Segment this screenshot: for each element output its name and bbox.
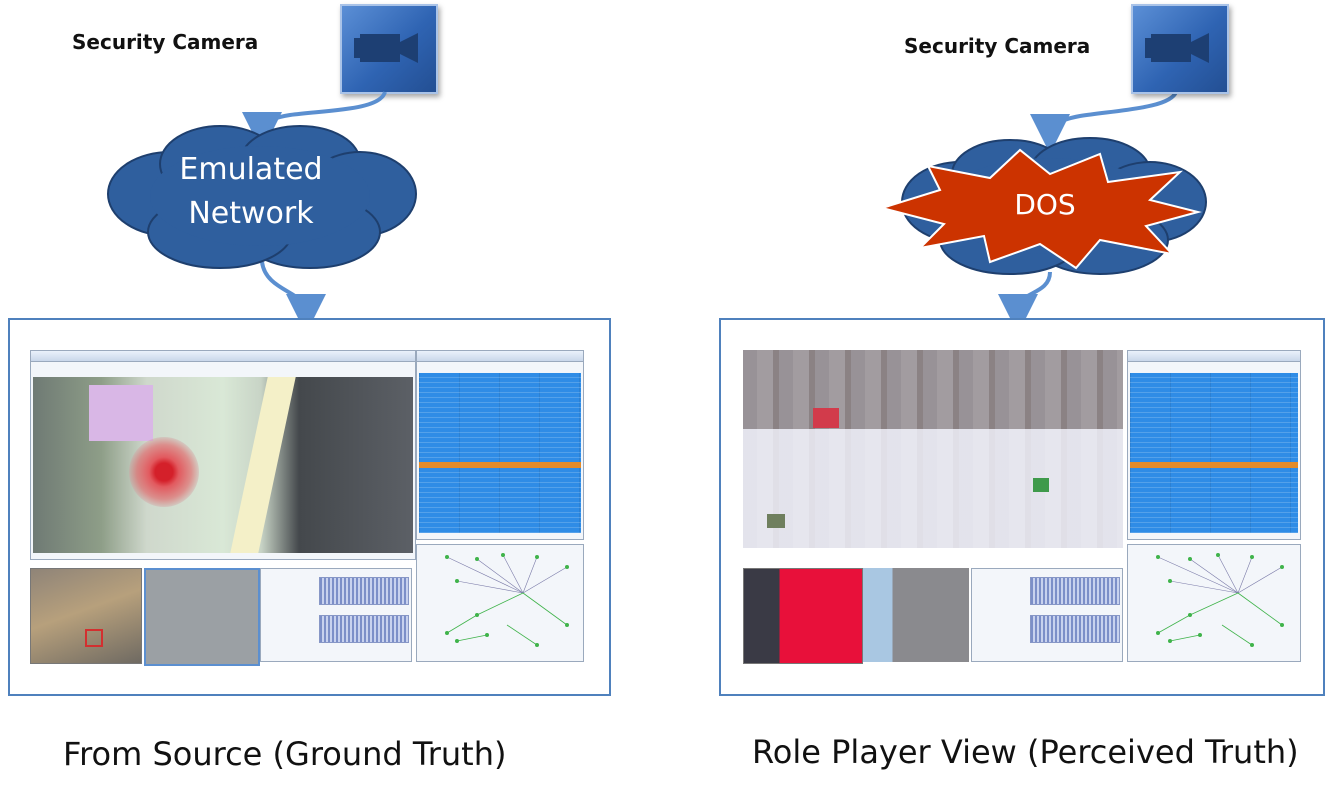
target-marker[interactable]: [129, 437, 199, 507]
artifact-block: [1033, 478, 1049, 492]
signal-chart-1: [319, 577, 409, 605]
right-caption: Role Player View (Perceived Truth): [752, 733, 1299, 771]
left-cloud-to-panel-arrow: [260, 261, 326, 334]
network-graph-window: [1127, 544, 1301, 662]
corrupted-feed-2[interactable]: [863, 568, 969, 662]
map-road: [230, 377, 296, 553]
camera-feed-1[interactable]: [30, 568, 142, 664]
data-table-window: [1127, 350, 1301, 540]
left-cloud-label: Emulated Network: [150, 148, 352, 236]
left-camera-label: Security Camera: [72, 30, 259, 54]
network-graph[interactable]: [1128, 545, 1302, 663]
left-caption: From Source (Ground Truth): [63, 735, 507, 773]
data-table-titlebar: [417, 351, 583, 362]
video-camera-icon: [1145, 33, 1209, 63]
left-camera-box: [340, 4, 438, 94]
selected-row[interactable]: [1130, 462, 1298, 468]
video-camera-icon: [354, 33, 418, 63]
left-screenshot-panel: [8, 318, 611, 696]
signal-chart-2: [1030, 615, 1120, 643]
data-table[interactable]: [1130, 373, 1298, 533]
left-network-cloud: [107, 125, 417, 269]
corrupted-feed-1[interactable]: [743, 568, 863, 664]
right-screenshot-panel: [719, 318, 1325, 696]
map-window-titlebar: [31, 351, 415, 362]
signal-window: [971, 568, 1123, 662]
satellite-map[interactable]: [33, 377, 413, 553]
left-camera-to-cloud-arrow: [242, 91, 387, 152]
selected-row[interactable]: [419, 462, 581, 468]
right-cloud-to-panel-arrow: [998, 271, 1052, 334]
dos-label: DOS: [1014, 188, 1076, 221]
detection-box: [85, 629, 103, 647]
right-camera-label: Security Camera: [904, 34, 1091, 58]
right-camera-to-cloud-arrow: [1030, 90, 1178, 154]
signal-chart-1: [1030, 577, 1120, 605]
data-table-titlebar: [1128, 351, 1300, 362]
camera-feed-2[interactable]: [144, 568, 260, 666]
signal-window: [260, 568, 412, 662]
corrupted-video-feed[interactable]: [743, 350, 1123, 548]
data-table[interactable]: [419, 373, 581, 533]
right-network-cloud: [880, 137, 1207, 275]
map-highlight-area: [89, 385, 153, 441]
cloud-line-2: Network: [188, 196, 314, 231]
cloud-line-1: Emulated: [179, 152, 323, 187]
artifact-block: [767, 514, 785, 528]
signal-chart-2: [319, 615, 409, 643]
artifact-block: [813, 408, 839, 428]
data-table-window: [416, 350, 584, 540]
network-graph-window: [416, 544, 584, 662]
dos-burst-icon: [880, 148, 1202, 270]
map-window: [30, 350, 416, 560]
network-graph[interactable]: [417, 545, 585, 663]
right-camera-box: [1131, 4, 1229, 94]
